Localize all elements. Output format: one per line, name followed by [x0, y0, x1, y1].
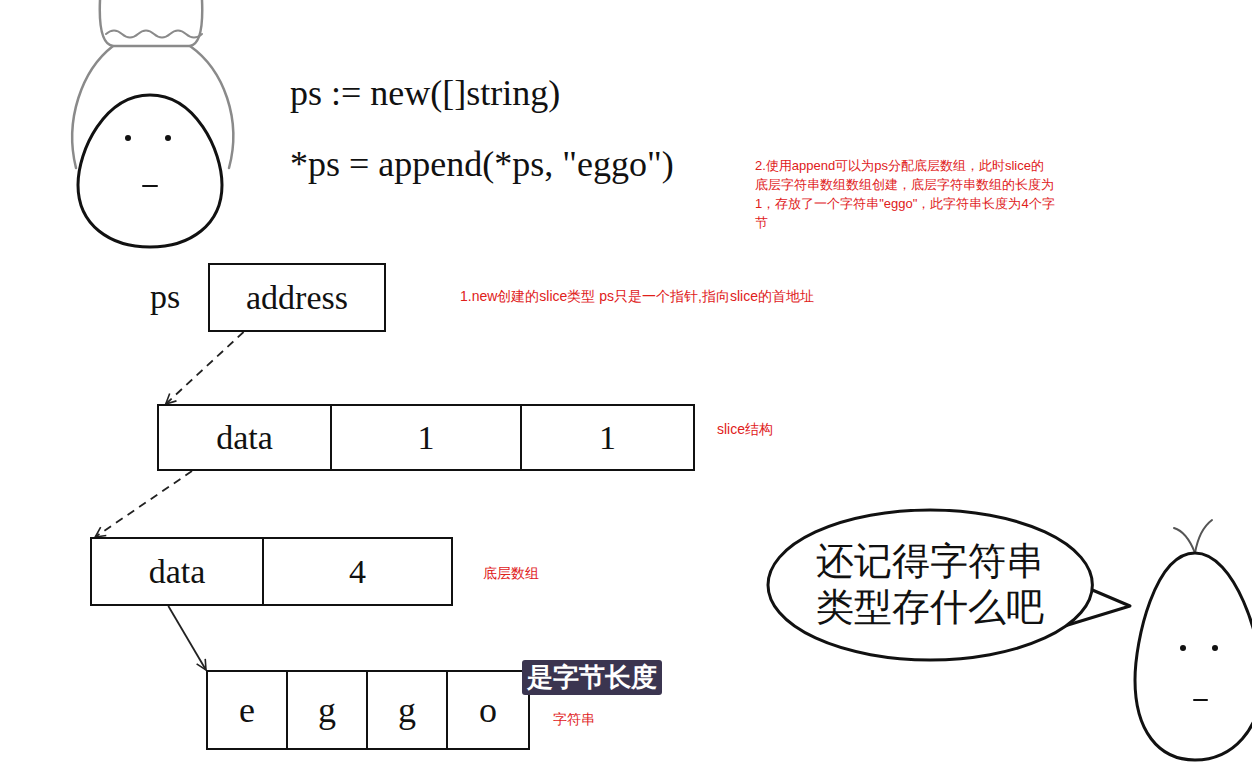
- eye: [165, 135, 171, 141]
- right-egg-character: [1135, 520, 1252, 760]
- byte-cell: o: [446, 670, 530, 750]
- node-text: e: [239, 692, 255, 728]
- node-text: 1: [599, 421, 616, 455]
- node-text: 还记得字符串类型存什么吧: [814, 539, 1046, 630]
- pointer-box: address: [208, 263, 386, 332]
- sprout: [1195, 520, 1212, 553]
- node-text: address: [246, 281, 348, 315]
- bubble-ellipse: [768, 510, 1092, 660]
- mouth: [1194, 699, 1207, 701]
- left-egg-character: [72, 0, 233, 247]
- egg-body: [1135, 553, 1252, 760]
- node-text: g: [398, 692, 416, 728]
- bubble-outline: [766, 508, 1094, 662]
- pointer-arrow: [166, 332, 244, 404]
- slice-data-cell: data: [157, 404, 332, 471]
- hood-outline: [100, 0, 202, 46]
- node-text: g: [318, 692, 336, 728]
- byte-cell: g: [366, 670, 448, 750]
- annotation-note: 字符串: [553, 711, 595, 728]
- annotation-note: 底层数组: [483, 565, 539, 582]
- node-text: 4: [349, 555, 366, 589]
- eye: [125, 135, 131, 141]
- node-text: o: [479, 692, 497, 728]
- sprout: [1174, 528, 1195, 553]
- speech-bubble: 还记得字符串类型存什么吧: [766, 508, 1094, 662]
- array-data-cell: data: [90, 537, 264, 606]
- pointer-arrow: [95, 471, 192, 537]
- hood-wave: [106, 31, 202, 38]
- eye: [1180, 645, 1186, 651]
- code-line: ps := new([]string): [290, 72, 560, 115]
- node-text: data: [149, 555, 206, 589]
- code-line: *ps = append(*ps, "eggo"): [290, 143, 674, 186]
- eye: [1212, 645, 1218, 651]
- annotation-note: 1.new创建的slice类型 ps只是一个指针,指向slice的首地址: [460, 288, 814, 305]
- variable-name: ps: [150, 277, 180, 318]
- slice-cap-cell: 1: [520, 404, 695, 471]
- mouth: [143, 185, 157, 187]
- node-text: 1: [418, 421, 435, 455]
- byte-cell: e: [206, 670, 288, 750]
- subtitle: 是字节长度: [522, 660, 662, 695]
- slice-len-cell: 1: [330, 404, 522, 471]
- byte-cell: g: [286, 670, 368, 750]
- annotation-note: 2.使用append可以为ps分配底层数组，此时slice的底层字符串数组数组创…: [755, 157, 1055, 232]
- annotation-note: slice结构: [717, 421, 773, 438]
- array-len-cell: 4: [262, 537, 453, 606]
- pointer-arrow: [168, 606, 206, 670]
- egg-body: [78, 95, 222, 247]
- node-text: data: [216, 421, 273, 455]
